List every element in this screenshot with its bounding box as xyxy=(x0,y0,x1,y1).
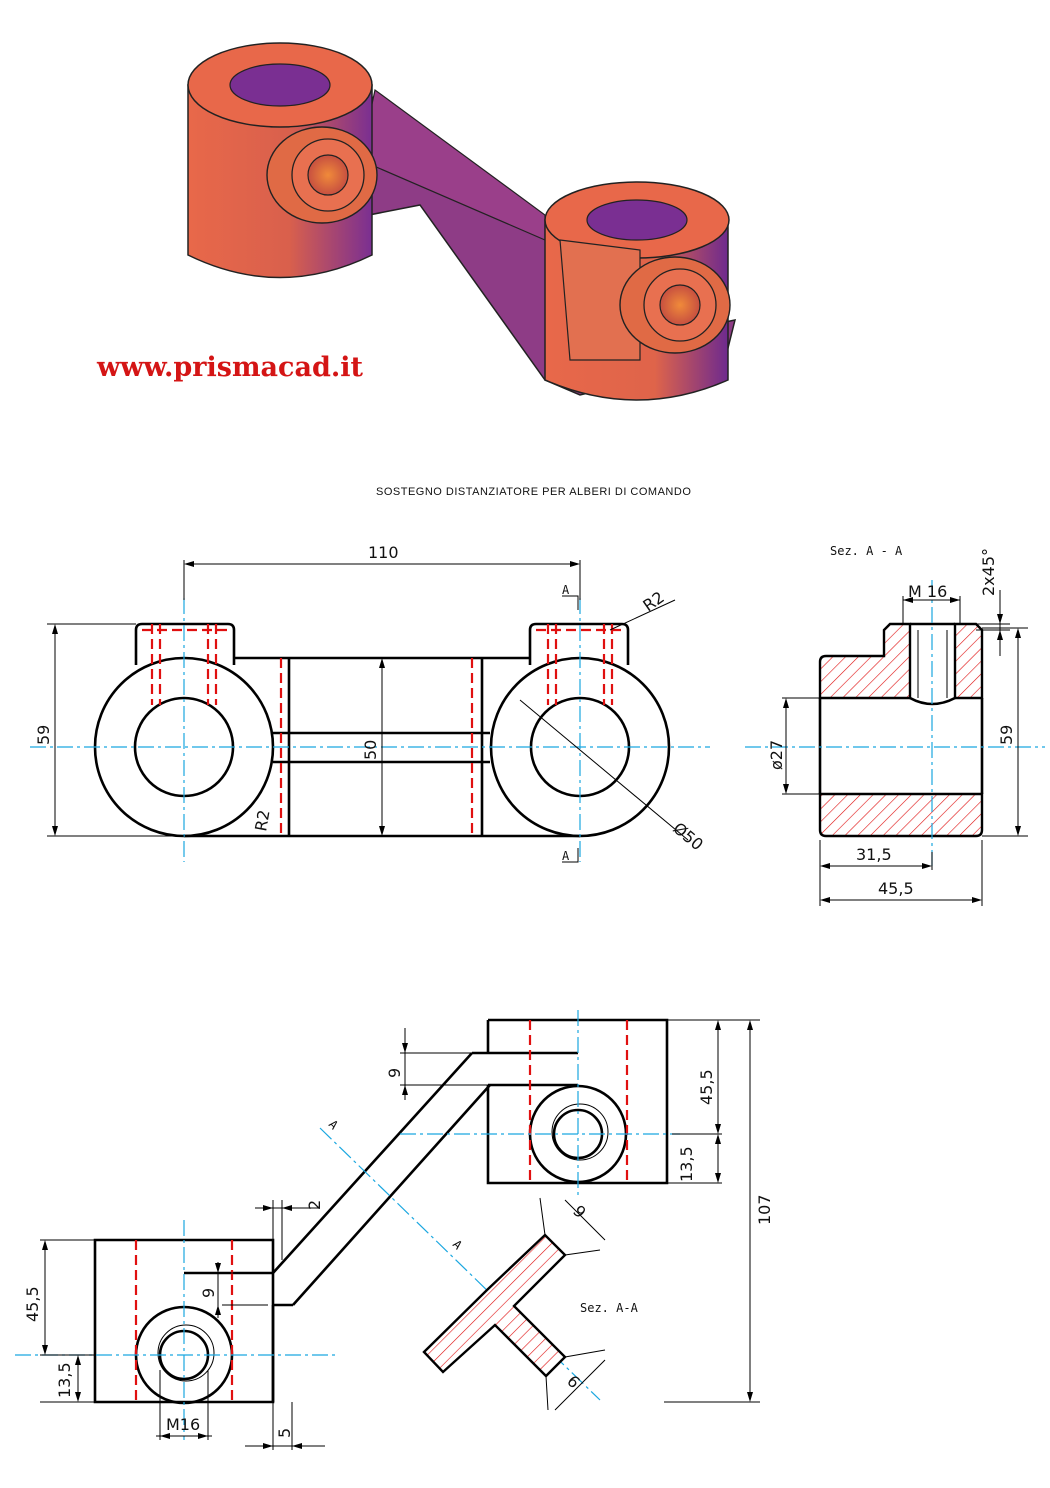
section-mark-bottom: A xyxy=(562,849,570,863)
section-thread-lines xyxy=(917,630,948,698)
section-top-hatch-right xyxy=(953,622,984,700)
dim-13-5-left: 13,5 xyxy=(55,1362,74,1398)
top-arrowheads xyxy=(42,1020,753,1449)
section-cut-marks xyxy=(562,595,579,863)
render-right-boss-hole xyxy=(659,284,701,326)
section-centerlines xyxy=(745,580,1045,870)
dim-r2-top: R2 xyxy=(639,587,667,615)
render-left-boss-hole xyxy=(307,154,349,196)
section-bottom-hatch xyxy=(818,792,984,838)
cut-mark-1: A xyxy=(326,1117,342,1133)
dim-9-left: 9 xyxy=(199,1288,218,1298)
dim-45-5-right: 45,5 xyxy=(697,1069,716,1105)
dim-2: 2 xyxy=(305,1200,324,1210)
dim-107: 107 xyxy=(755,1194,774,1225)
front-dim-lines xyxy=(47,560,689,841)
drawing-title: SOSTEGNO DISTANZIATORE PER ALBERI DI COM… xyxy=(376,486,692,498)
dim-45-5-section: 45,5 xyxy=(878,879,914,898)
top-view: Sez. A-A 9 6 A A 9 45,5 13,5 107 2 9 45,… xyxy=(15,1010,774,1450)
top-hidden-lines xyxy=(134,1020,629,1402)
dim-chamfer: 2x45° xyxy=(979,548,998,596)
top-centerlines xyxy=(15,1010,680,1440)
section-dim-lines xyxy=(782,590,1028,906)
dim-45-5-left: 45,5 xyxy=(23,1286,42,1322)
dim-59-section: 59 xyxy=(997,725,1016,745)
dim-phi27: ø27 xyxy=(767,740,786,770)
dim-9-top: 9 xyxy=(385,1068,404,1078)
front-left-boss xyxy=(134,622,236,665)
rib-section-hatch xyxy=(422,1233,567,1378)
section-top-hatch-left xyxy=(818,622,912,700)
dim-r2-left: R2 xyxy=(251,808,273,832)
render-left-bore xyxy=(229,63,331,107)
dim-59-front: 59 xyxy=(34,725,53,745)
dim-phi50: Ø50 xyxy=(669,819,706,855)
top-diagonal-arm xyxy=(271,1051,491,1402)
top-right-thread xyxy=(551,1103,609,1161)
dim-50: 50 xyxy=(361,740,380,760)
dim-5: 5 xyxy=(275,1428,294,1438)
dim-thread-m16: M 16 xyxy=(908,582,947,601)
dim-13-5-right: 13,5 xyxy=(677,1146,696,1182)
render-right-bore xyxy=(586,199,688,241)
render-right-arm-join xyxy=(559,239,641,361)
front-right-boss xyxy=(528,622,630,665)
section-mark-top: A xyxy=(562,583,570,597)
front-centerlines xyxy=(30,598,710,862)
front-arrowheads xyxy=(52,561,580,836)
top-left-thread xyxy=(157,1324,215,1382)
rib-dim-lines xyxy=(539,1197,606,1411)
section-label: Sez. A - A xyxy=(830,544,903,558)
rib-dim-9: 9 xyxy=(569,1201,590,1222)
front-view: 110 59 50 R2 R2 Ø50 A A xyxy=(30,543,710,863)
rib-section-label: Sez. A-A xyxy=(580,1301,639,1315)
website-url: www.prismacad.it xyxy=(97,352,363,383)
section-body-outline xyxy=(818,622,984,794)
cut-mark-2: A xyxy=(450,1237,466,1253)
dim-110: 110 xyxy=(368,543,399,562)
dim-31-5: 31,5 xyxy=(856,845,892,864)
dim-m16-top: M16 xyxy=(166,1415,200,1434)
top-dim-lines xyxy=(40,1019,760,1450)
isometric-render xyxy=(187,42,737,401)
section-view: Sez. A - A 2x45° M 16 ø27 59 31,5 45,5 xyxy=(745,544,1045,906)
